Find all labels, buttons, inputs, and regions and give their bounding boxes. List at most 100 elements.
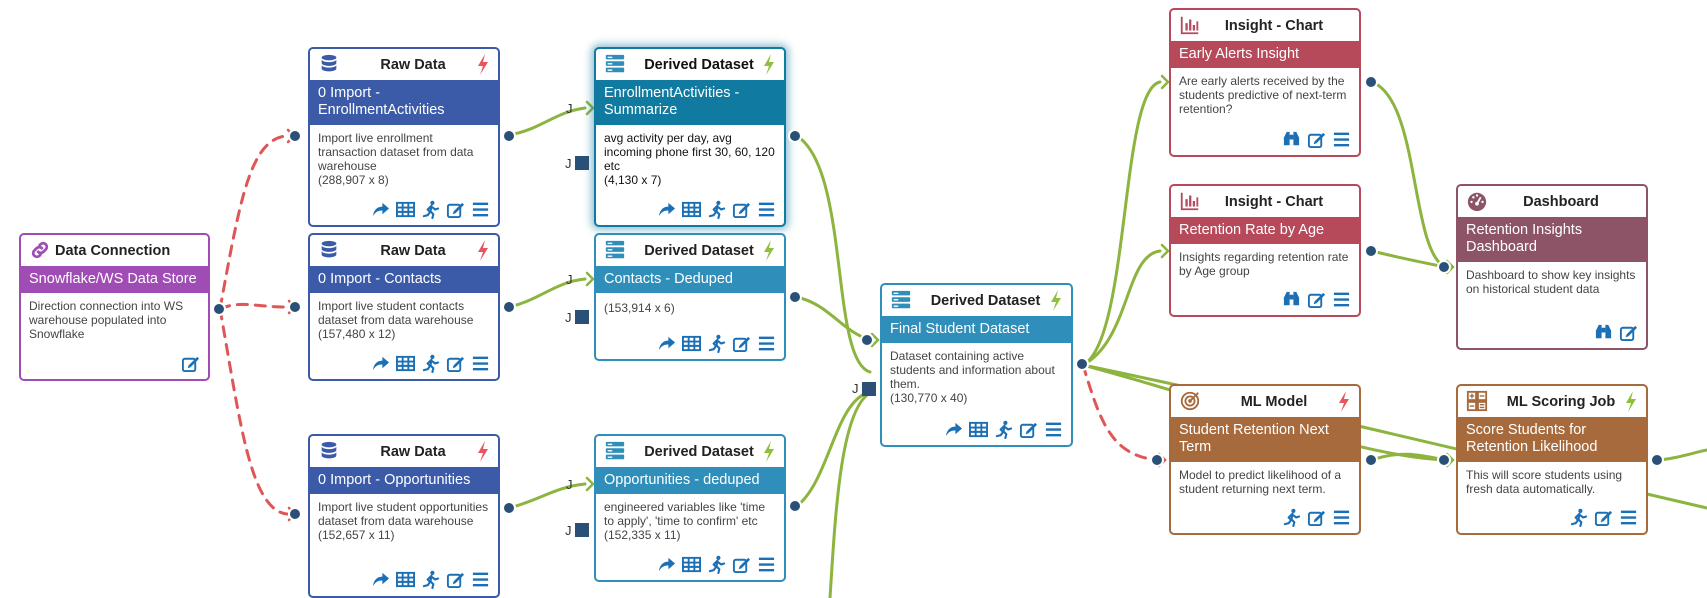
insight-node-retention-age[interactable]: Insight - Chart Retention Rate by Age In… [1169, 184, 1361, 317]
run-icon[interactable] [707, 200, 726, 219]
derived-node-opportunities[interactable]: Derived Dataset Opportunities - deduped … [594, 434, 786, 582]
node-type-label: Insight - Chart [1224, 193, 1324, 210]
join-port[interactable] [575, 523, 589, 537]
binoculars-icon[interactable] [1594, 323, 1613, 342]
node-description: Are early alerts received by the student… [1179, 74, 1347, 116]
dashboard-node[interactable]: Dashboard Retention Insights Dashboard D… [1456, 184, 1648, 350]
insight-node-early-alerts[interactable]: Insight - Chart Early Alerts Insight Are… [1169, 8, 1361, 157]
derived-node-contacts[interactable]: Derived Dataset Contacts - Deduped (153,… [594, 233, 786, 361]
ml-scoring-job-node[interactable]: ML Scoring Job Score Students for Retent… [1456, 384, 1648, 535]
edit-icon[interactable] [1019, 420, 1038, 439]
share-icon[interactable] [657, 200, 676, 219]
binoculars-icon[interactable] [1282, 290, 1301, 309]
ml-model-node[interactable]: ML Model Student Retention Next Term Mod… [1169, 384, 1361, 535]
menu-icon[interactable] [1332, 130, 1351, 149]
edit-icon[interactable] [732, 555, 751, 574]
edit-icon[interactable] [732, 200, 751, 219]
output-port[interactable] [502, 300, 516, 314]
run-icon[interactable] [421, 354, 440, 373]
input-port[interactable] [288, 300, 302, 314]
run-icon[interactable] [1282, 508, 1301, 527]
menu-icon[interactable] [471, 200, 490, 219]
edit-icon[interactable] [446, 570, 465, 589]
edit-icon[interactable] [181, 354, 200, 373]
table-icon[interactable] [682, 200, 701, 219]
input-port[interactable] [1437, 260, 1451, 274]
edit-icon[interactable] [1307, 290, 1326, 309]
input-port[interactable] [1150, 453, 1164, 467]
binoculars-icon[interactable] [1282, 130, 1301, 149]
output-port[interactable] [502, 129, 516, 143]
node-toolbar [181, 354, 200, 373]
edit-icon[interactable] [446, 354, 465, 373]
data-connection-node[interactable]: Data Connection Snowflake/WS Data Store … [19, 233, 210, 381]
menu-icon[interactable] [1619, 508, 1638, 527]
raw-data-node-contacts[interactable]: Raw Data 0 Import - Contacts Import live… [308, 233, 500, 381]
join-port[interactable] [575, 310, 589, 324]
wire-early-alerts-to-dashboard [1370, 80, 1447, 269]
edit-icon[interactable] [732, 334, 751, 353]
share-icon[interactable] [657, 555, 676, 574]
menu-icon[interactable] [471, 570, 490, 589]
menu-icon[interactable] [757, 334, 776, 353]
run-icon[interactable] [707, 555, 726, 574]
share-icon[interactable] [657, 334, 676, 353]
output-port[interactable] [788, 129, 802, 143]
node-type-label: Raw Data [380, 443, 446, 460]
wire-opportunities-to-final [795, 390, 872, 508]
output-port[interactable] [502, 501, 516, 515]
edit-icon[interactable] [1307, 130, 1326, 149]
run-icon[interactable] [994, 420, 1013, 439]
table-icon[interactable] [682, 555, 701, 574]
raw-data-node-enrollment[interactable]: Raw Data 0 Import - EnrollmentActivities… [308, 47, 500, 227]
edit-icon[interactable] [1619, 323, 1638, 342]
run-icon[interactable] [1569, 508, 1588, 527]
output-port[interactable] [788, 499, 802, 513]
join-port-label: J [565, 523, 572, 538]
table-icon[interactable] [396, 354, 415, 373]
output-port[interactable] [1650, 453, 1664, 467]
derived-node-final-student[interactable]: Derived Dataset Final Student Dataset Da… [880, 283, 1073, 447]
table-icon[interactable] [969, 420, 988, 439]
table-icon[interactable] [396, 570, 415, 589]
input-port[interactable] [860, 333, 874, 347]
server-icon [605, 240, 625, 259]
input-port[interactable] [288, 129, 302, 143]
output-port[interactable] [1364, 244, 1378, 258]
output-port[interactable] [1364, 75, 1378, 89]
output-port[interactable] [1364, 453, 1378, 467]
node-toolbar [657, 555, 776, 574]
bar-chart-icon [1180, 192, 1199, 211]
run-icon[interactable] [707, 334, 726, 353]
table-icon[interactable] [396, 200, 415, 219]
share-icon[interactable] [371, 354, 390, 373]
join-port[interactable] [862, 382, 876, 396]
menu-icon[interactable] [757, 555, 776, 574]
menu-icon[interactable] [1044, 420, 1063, 439]
input-port[interactable] [1437, 453, 1451, 467]
share-icon[interactable] [371, 570, 390, 589]
output-port[interactable] [212, 302, 226, 316]
edit-icon[interactable] [1594, 508, 1613, 527]
join-port[interactable] [575, 156, 589, 170]
menu-icon[interactable] [1332, 290, 1351, 309]
edit-icon[interactable] [446, 200, 465, 219]
run-icon[interactable] [421, 200, 440, 219]
table-icon[interactable] [682, 334, 701, 353]
node-type-label: ML Model [1240, 393, 1308, 410]
node-header: ML Scoring Job [1458, 386, 1646, 417]
output-port[interactable] [788, 290, 802, 304]
output-port[interactable] [1075, 357, 1089, 371]
menu-icon[interactable] [1332, 508, 1351, 527]
database-icon [321, 240, 337, 258]
menu-icon[interactable] [471, 354, 490, 373]
run-icon[interactable] [421, 570, 440, 589]
share-icon[interactable] [371, 200, 390, 219]
menu-icon[interactable] [757, 200, 776, 219]
raw-data-node-opportunities[interactable]: Raw Data 0 Import - Opportunities Import… [308, 434, 500, 598]
share-icon[interactable] [944, 420, 963, 439]
input-port[interactable] [288, 507, 302, 521]
derived-node-summarize[interactable]: Derived Dataset EnrollmentActivities - S… [594, 47, 786, 227]
calculator-icon [1466, 390, 1488, 412]
edit-icon[interactable] [1307, 508, 1326, 527]
